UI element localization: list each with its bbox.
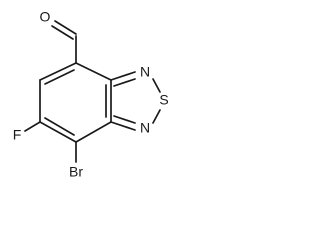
bond-c6-f xyxy=(24,121,41,132)
ring-bond-c5-c4 xyxy=(39,62,77,81)
ring-bond-c7-c6-inner xyxy=(44,117,75,136)
thiadiazole-bond-c4a-n xyxy=(110,71,136,81)
thiadiazole-bond-c4a-n-inner xyxy=(113,78,136,87)
ring-bond-c4-c4a xyxy=(75,62,112,81)
aldehyde-c-o-double-bond-b xyxy=(51,25,74,40)
thiadiazole-bond-s-n-lower xyxy=(152,109,161,124)
oxygen-atom-label: O xyxy=(40,9,51,25)
molecule-diagram: O N S N F Br xyxy=(13,9,169,180)
ring-bond-c5-c4-inner xyxy=(44,69,75,85)
nitrogen-upper-atom-label: N xyxy=(140,64,150,80)
thiadiazole-bond-n-s-upper xyxy=(152,78,161,93)
nitrogen-lower-atom-label: N xyxy=(140,120,150,136)
ring-bond-c7a-c7 xyxy=(75,121,112,143)
thiadiazole-bond-n-c7a-inner xyxy=(113,115,136,124)
sulfur-atom-label: S xyxy=(159,92,168,108)
thiadiazole-bond-n-c7a xyxy=(110,121,136,131)
aldehyde-c-o-double-bond-a xyxy=(54,20,77,35)
fluorine-atom-label: F xyxy=(13,127,22,143)
ring-bond-c7-c6 xyxy=(39,121,77,143)
bromine-atom-label: Br xyxy=(69,164,83,180)
